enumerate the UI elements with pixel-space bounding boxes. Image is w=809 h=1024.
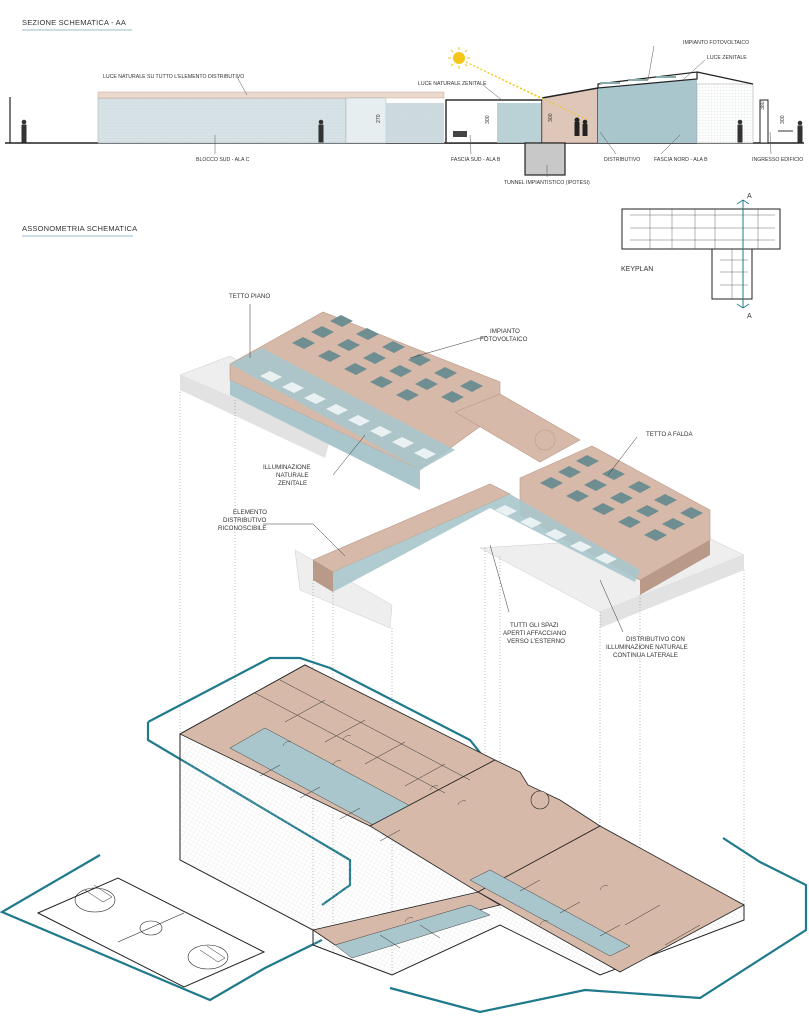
keyplan-title: KEYPLAN xyxy=(621,266,653,273)
label-tunnel: TUNNEL IMPIANTISTICO (IPOTESI) xyxy=(504,180,590,186)
north-band-wing-b xyxy=(597,71,769,144)
label-zen-line3: ZENITALE xyxy=(278,480,307,487)
label-open-line2: APERTI AFFACCIANO xyxy=(503,630,566,637)
service-tunnel xyxy=(524,142,566,176)
roof-leaders xyxy=(249,304,638,633)
south-band-wing-b xyxy=(445,99,543,144)
label-dist-line1: ELEMENTO xyxy=(233,509,267,516)
label-zen-line1: ILLUMINAZIONE xyxy=(263,464,310,471)
keyplan-marker-bottom: A xyxy=(747,313,752,320)
keyplan: A A KEYPLAN xyxy=(621,193,781,320)
sun-ray-1 xyxy=(465,61,589,121)
label-entrance: INGRESSO EDIFICIO xyxy=(752,157,803,163)
label-pv-line2: FOTOVOLTAICO xyxy=(480,336,528,343)
label-dist-line3: RICONOSCIBILE xyxy=(218,525,266,532)
label-zenithal-natural-light: LUCE NATURALE ZENITALE xyxy=(418,81,487,87)
sun-ray-2 xyxy=(465,61,541,99)
label-open-line1: TUTTI GLI SPAZI xyxy=(510,622,559,629)
label-pv-line1: IMPIANTO xyxy=(490,328,520,335)
label-lat-line3: CONTINUA LATERALE xyxy=(613,652,678,659)
axonometry-roof-level: TETTO PIANO IMPIANTO FOTOVOLTAICO TETTO … xyxy=(179,293,745,975)
keyplan-marker-top: A xyxy=(747,193,752,200)
label-photovoltaic: IMPIANTO FOTOVOLTAICO xyxy=(683,40,749,46)
sun-icon xyxy=(448,47,470,69)
skylight-panels xyxy=(260,371,436,459)
section-aa: SEZIONE SCHEMATICA - AA xyxy=(5,18,804,186)
section-title: SEZIONE SCHEMATICA - AA xyxy=(22,18,126,27)
distributive-arm xyxy=(312,483,511,573)
floor-south-arm xyxy=(312,891,502,946)
lateral-skylights xyxy=(495,505,617,564)
dim-4: 380 xyxy=(760,101,766,110)
pv-panels-flat-roof xyxy=(292,315,483,403)
pv-panels-pitched-roof xyxy=(540,455,703,541)
label-flat-roof: TETTO PIANO xyxy=(229,293,270,300)
label-south-block: BLOCCO SUD - ALA C xyxy=(196,157,250,163)
axonometry-title: ASSONOMETRIA SCHEMATICA xyxy=(22,224,137,233)
label-open-line3: VERSO L'ESTERNO xyxy=(507,638,565,645)
people-silhouettes xyxy=(21,119,803,143)
label-lat-line2: ILLUMINAZIONE NATURALE xyxy=(606,644,688,651)
section-leaders xyxy=(214,45,772,177)
dim-1: 270 xyxy=(376,114,382,123)
label-skylight: LUCE ZENITALE xyxy=(707,55,747,61)
floor-east-wing xyxy=(477,825,745,973)
label-natural-light-distributive: LUCE NATURALE SU TUTTO L'ELEMENTO DISTRI… xyxy=(103,74,244,80)
basketball-court xyxy=(36,877,266,988)
dim-3: 300 xyxy=(548,113,554,122)
south-block-wing-c xyxy=(97,91,445,144)
label-north-band: FASCIA NORD - ALA B xyxy=(654,157,708,163)
label-distributive: DISTRIBUTIVO xyxy=(604,157,640,163)
door-swings xyxy=(282,735,609,926)
label-south-band: FASCIA SUD - ALA B xyxy=(451,157,501,163)
dim-5: 300 xyxy=(780,115,786,124)
label-dist-line2: DISTRIBUTIVO xyxy=(223,517,267,524)
label-lat-line1: DISTRIBUTIVO CON xyxy=(626,636,685,643)
axonometry-floor-plan xyxy=(0,656,808,1014)
label-zen-line2: NATURALE xyxy=(276,472,309,479)
label-pitched-roof: TETTO A FALDA xyxy=(646,431,694,438)
room-partitions xyxy=(254,679,701,949)
dim-2: 300 xyxy=(485,115,491,124)
